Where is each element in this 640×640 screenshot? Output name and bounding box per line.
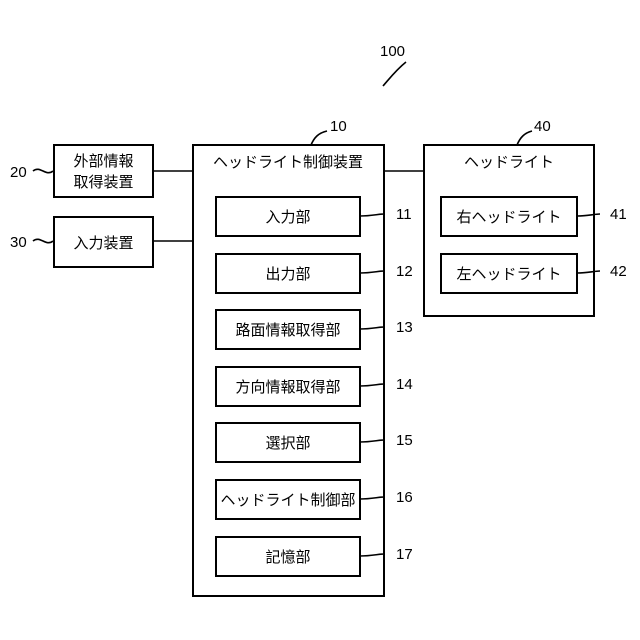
headlight-leader — [517, 131, 532, 145]
headlight: ヘッドライト 40 右ヘッドライト 41 左ヘッドライト 42 — [424, 118, 627, 316]
controller-unit-label: 方向情報取得部 — [235, 378, 340, 396]
headlight-controller-ref: 10 — [330, 118, 347, 135]
controller-unit-label: 記憶部 — [265, 548, 310, 566]
external-info-device-label-line1: 外部情報 — [73, 152, 133, 170]
headlight-title: ヘッドライト — [464, 153, 554, 171]
controller-unit-label: ヘッドライト制御部 — [220, 491, 355, 509]
headlight-unit-label: 左ヘッドライト — [456, 265, 561, 283]
headlight-unit-left: 左ヘッドライト 42 — [441, 254, 627, 293]
headlight-unit-ref: 41 — [610, 206, 627, 223]
input-device-ref: 30 — [10, 234, 27, 251]
external-info-device-ref: 20 — [10, 164, 27, 181]
headlight-unit-ref: 42 — [610, 263, 627, 280]
headlight-ref: 40 — [534, 118, 551, 135]
headlight-unit-right: 右ヘッドライト 41 — [441, 197, 627, 236]
controller-unit-ref: 15 — [396, 432, 413, 449]
headlight-controller-leader — [311, 131, 327, 145]
headlight-controller: ヘッドライト制御装置 10 入力部 11 出力部 12 路面情報取得部 13 方… — [193, 118, 413, 596]
controller-unit-ref: 14 — [396, 376, 413, 393]
figure-number-leader — [383, 62, 406, 86]
controller-unit-ref: 11 — [396, 206, 412, 223]
controller-unit-ref: 17 — [396, 546, 413, 563]
input-device-leader — [33, 239, 53, 242]
headlight-unit-label: 右ヘッドライト — [456, 208, 561, 226]
controller-unit-label: 路面情報取得部 — [235, 321, 340, 339]
headlight-controller-title: ヘッドライト制御装置 — [213, 153, 363, 171]
controller-unit-label: 選択部 — [265, 434, 310, 452]
controller-unit-ref: 16 — [396, 489, 413, 506]
input-device-label: 入力装置 — [73, 234, 133, 252]
external-info-device: 外部情報 取得装置 20 — [10, 145, 153, 197]
external-info-device-leader — [33, 169, 53, 172]
external-info-device-label-line2: 取得装置 — [73, 173, 133, 191]
controller-unit-label: 出力部 — [265, 265, 310, 283]
controller-unit-label: 入力部 — [265, 208, 310, 226]
controller-unit-ref: 13 — [396, 319, 413, 336]
controller-unit-ref: 12 — [396, 263, 413, 280]
input-device: 入力装置 30 — [10, 217, 153, 267]
figure-number: 100 — [380, 43, 405, 60]
